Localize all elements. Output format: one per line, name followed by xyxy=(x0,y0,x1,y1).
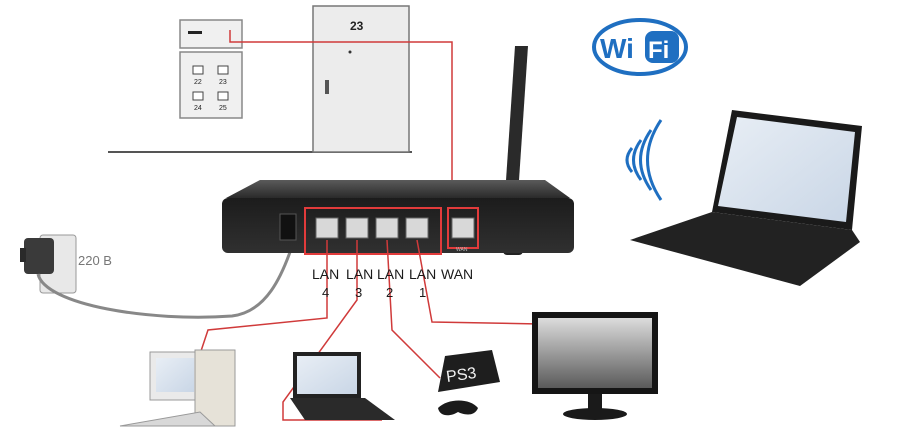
wan-cable xyxy=(229,30,453,218)
door-peephole xyxy=(348,50,352,54)
port-number-lan2: 2 xyxy=(386,285,394,300)
ps3-console xyxy=(438,350,500,416)
lan-port-1 xyxy=(405,217,429,239)
small-laptop xyxy=(290,352,395,420)
port-number-lan4: 4 xyxy=(322,285,330,300)
router-top xyxy=(226,180,570,198)
port-label-lan4: LAN xyxy=(312,266,340,282)
wifi-waves-icon xyxy=(625,119,663,201)
wifi-logo-text-fi: Fi xyxy=(648,37,669,64)
door-panel xyxy=(312,5,410,153)
panel-cell xyxy=(217,65,229,75)
wifi-logo xyxy=(592,18,688,76)
box-number: 25 xyxy=(219,105,227,112)
port-label-lan3: LAN xyxy=(346,266,374,282)
port-number-lan1: 1 xyxy=(419,285,427,300)
box-number: 23 xyxy=(219,79,227,86)
lan-port-3 xyxy=(345,217,369,239)
lan-port-4 xyxy=(315,217,339,239)
ps3-label: PS3 xyxy=(445,365,477,386)
large-laptop xyxy=(630,110,862,286)
door-handle xyxy=(325,80,329,94)
router xyxy=(222,180,574,255)
wifi-logo-text-wi: Wi xyxy=(600,33,634,64)
power-port xyxy=(279,213,297,241)
small-laptop-base xyxy=(290,398,395,420)
wifi-logo-box xyxy=(645,31,679,63)
port-label-lan1: LAN xyxy=(409,266,437,282)
port-label-wan: WAN xyxy=(441,266,474,282)
pc-screen xyxy=(156,358,194,392)
pc-keyboard xyxy=(119,411,217,427)
box-number: 22 xyxy=(194,79,202,86)
panel-switch xyxy=(188,31,202,34)
lan4-cable xyxy=(197,240,328,361)
lan2-cable xyxy=(386,239,441,379)
tv-monitor xyxy=(532,312,658,420)
distribution-panel xyxy=(179,19,243,119)
lan-port-2 xyxy=(375,217,399,239)
adapter-brick xyxy=(24,238,54,274)
lan1-cable xyxy=(416,239,541,325)
ps3-controller xyxy=(438,400,478,416)
port-number-lan3: 3 xyxy=(355,285,363,300)
adapter-plug xyxy=(20,248,26,262)
tv-stand xyxy=(563,408,627,420)
large-laptop-base xyxy=(630,212,860,286)
lan-ports-highlight xyxy=(304,207,442,255)
panel-cell xyxy=(192,91,204,101)
panel-cell xyxy=(217,91,229,101)
wan-port-highlight xyxy=(447,207,479,249)
door-number: 23 xyxy=(350,19,364,33)
ps3-body xyxy=(438,350,500,392)
wan-mini-label: WAN xyxy=(456,247,468,253)
apartment-door xyxy=(312,5,410,153)
desktop-computer xyxy=(119,349,236,427)
power-cable xyxy=(36,233,298,319)
tv-screen xyxy=(538,318,652,388)
tv-neck xyxy=(588,394,602,410)
port-label-lan2: LAN xyxy=(377,266,405,282)
panel-top-box xyxy=(179,19,243,49)
small-laptop-screen xyxy=(297,356,357,394)
voltage-label: 220 В xyxy=(78,253,112,268)
box-number: 24 xyxy=(194,105,202,112)
panel-meter-box xyxy=(179,51,243,119)
panel-cell xyxy=(192,65,204,75)
power-adapter xyxy=(20,234,77,294)
large-laptop-screen xyxy=(718,117,855,222)
wan-port xyxy=(451,217,475,239)
